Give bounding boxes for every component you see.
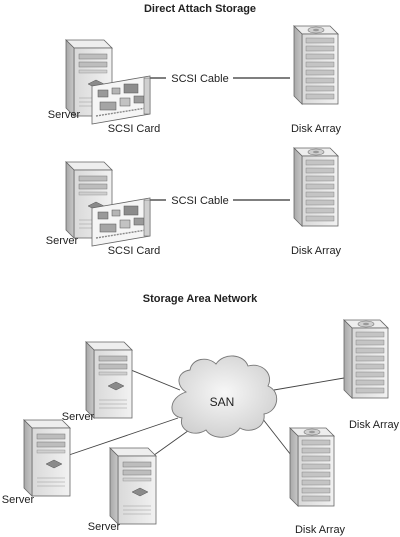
das-title: Direct Attach Storage	[144, 3, 256, 15]
server-label: Server	[88, 521, 121, 533]
san-title: Storage Area Network	[143, 293, 258, 305]
server-label: Server	[2, 494, 35, 506]
scsi-card-label: SCSI Card	[108, 123, 161, 135]
server-label: Server	[46, 235, 79, 247]
server-icon	[109, 447, 157, 525]
disk-array-icon	[293, 147, 339, 227]
server-icon	[23, 419, 71, 497]
scsi-card-label: SCSI Card	[108, 245, 161, 257]
disk-array-label: Disk Array	[295, 524, 346, 536]
server-label: Server	[62, 411, 95, 423]
server-icon	[85, 341, 133, 419]
disk-array-icon	[293, 25, 339, 105]
scsi-cable-label: SCSI Cable	[171, 195, 228, 207]
link-line	[65, 417, 179, 457]
disk-array-label: Disk Array	[349, 419, 400, 431]
link-line	[125, 367, 181, 391]
san-label: SAN	[210, 395, 235, 409]
das-row-2: SCSI Cable Server SCSI Card Disk Array	[46, 147, 342, 257]
san-cloud-icon: SAN	[171, 355, 278, 438]
das-row-1: SCSI Cable Server SCSI Card Disk Array	[48, 25, 342, 135]
disk-array-label: Disk Array	[291, 245, 342, 257]
disk-array-icon	[343, 319, 389, 399]
disk-array-label: Disk Array	[291, 123, 342, 135]
scsi-cable-label: SCSI Cable	[171, 73, 228, 85]
disk-array-icon	[289, 427, 335, 507]
server-label: Server	[48, 109, 81, 121]
link-line	[149, 427, 193, 459]
link-line	[273, 377, 345, 391]
